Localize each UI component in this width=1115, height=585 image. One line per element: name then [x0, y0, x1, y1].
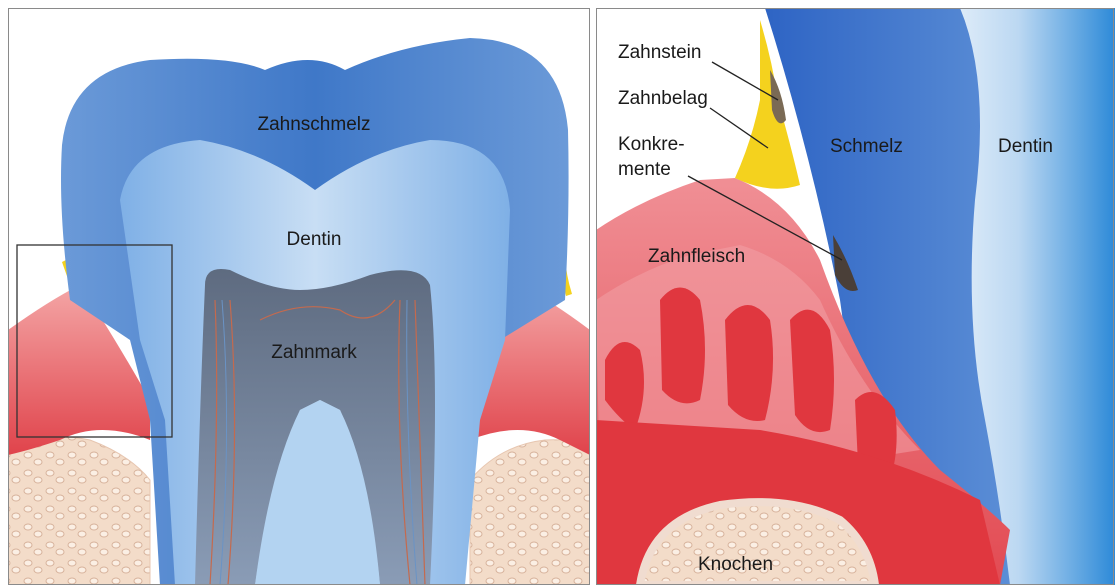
label-dentin-left: Dentin	[287, 229, 342, 250]
right-panel: Zahnstein Zahnbelag Konkre- mente Schmel…	[596, 8, 1115, 585]
label-konkremente-2: mente	[618, 159, 671, 180]
label-knochen: Knochen	[698, 554, 773, 575]
label-schmelz: Schmelz	[830, 136, 903, 157]
label-zahnschmelz: Zahnschmelz	[258, 114, 371, 135]
left-panel: Zahnschmelz Dentin Zahnmark	[8, 8, 590, 585]
label-zahnmark: Zahnmark	[271, 342, 357, 363]
label-zahnstein: Zahnstein	[618, 42, 701, 63]
label-dentin-right: Dentin	[998, 136, 1053, 157]
label-zahnfleisch: Zahnfleisch	[648, 246, 745, 267]
label-konkremente-1: Konkre-	[618, 134, 685, 155]
label-zahnbelag: Zahnbelag	[618, 88, 708, 109]
